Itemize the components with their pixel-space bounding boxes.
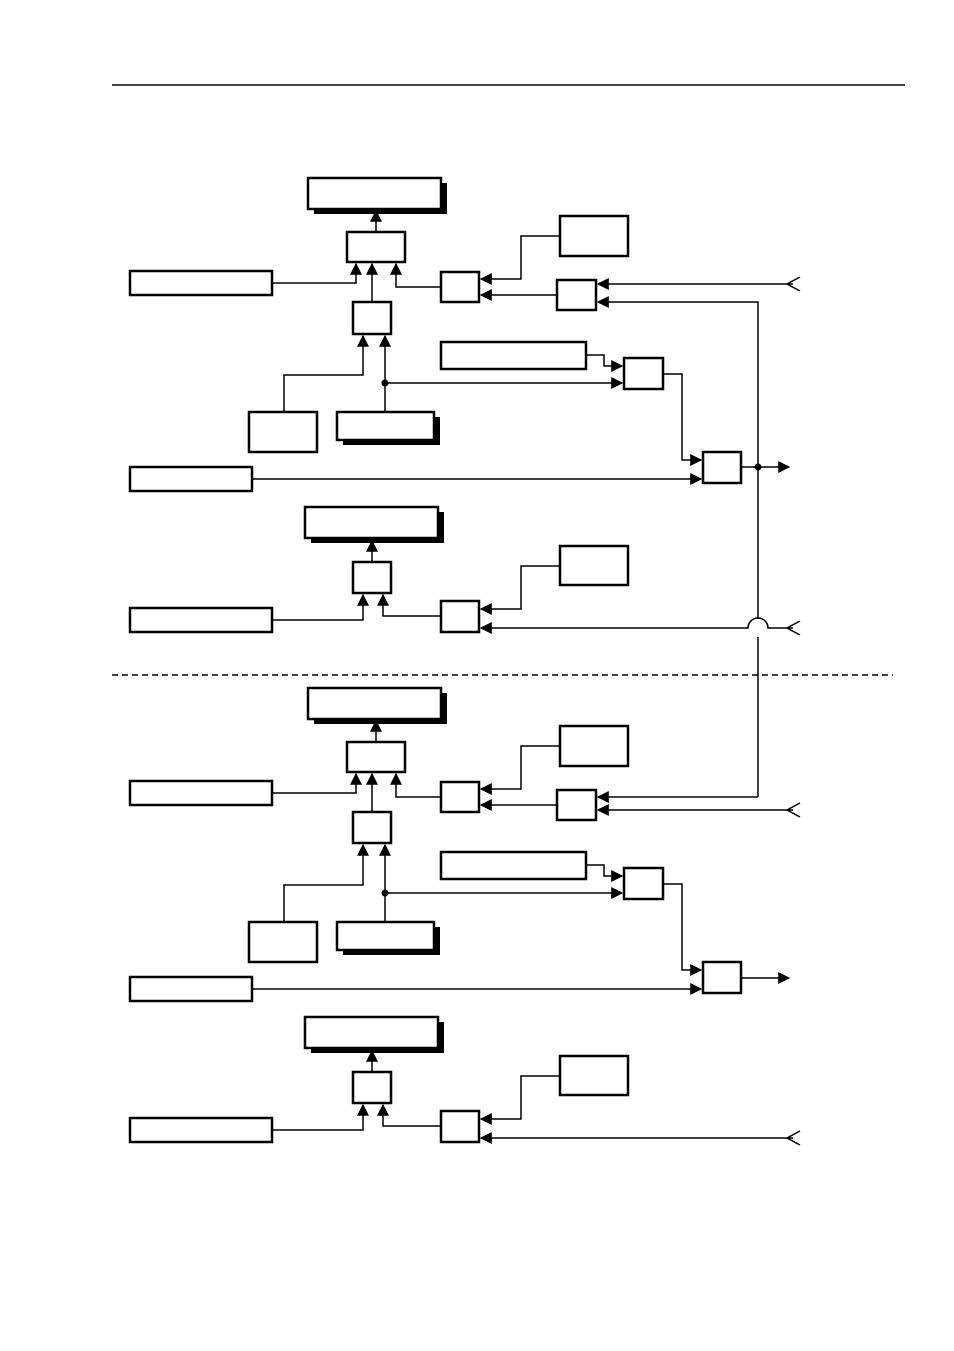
junction-dot — [381, 379, 389, 387]
upper-section — [128, 176, 801, 797]
logic-block — [351, 810, 393, 845]
logic-block — [622, 866, 665, 901]
input-block — [128, 606, 274, 634]
output-block — [306, 176, 447, 214]
logic-block — [351, 300, 393, 336]
output-block — [335, 920, 440, 955]
logic-block — [345, 230, 407, 264]
input-block — [128, 269, 274, 297]
logic-block — [701, 960, 743, 995]
parameter-block — [247, 410, 319, 454]
input-block — [439, 340, 588, 371]
logic-block — [555, 278, 598, 312]
input-block — [128, 465, 254, 493]
external-input-arrow — [785, 802, 801, 1146]
input-block — [128, 779, 274, 807]
logic-block — [439, 599, 481, 634]
output-block — [335, 410, 440, 445]
logic-block — [351, 1070, 393, 1105]
logic-block — [555, 788, 598, 822]
input-block — [128, 1116, 274, 1144]
external-input-arrow — [785, 276, 801, 636]
input-block — [439, 850, 588, 881]
lower-section — [128, 686, 801, 1146]
parameter-block — [247, 920, 319, 964]
logic-block — [345, 740, 407, 774]
output-block — [306, 686, 447, 724]
logic-block — [439, 1109, 481, 1144]
logic-block — [439, 270, 481, 304]
parameter-block — [558, 214, 630, 258]
output-block — [303, 505, 444, 543]
input-block — [128, 975, 254, 1003]
junction-dot — [381, 889, 389, 897]
logic-block — [622, 356, 665, 391]
output-block — [303, 1015, 444, 1053]
logic-block — [701, 450, 743, 485]
signal-lines — [252, 719, 793, 1144]
junction-dot — [754, 463, 762, 471]
parameter-block — [558, 544, 630, 587]
parameter-block — [558, 1054, 630, 1097]
logic-block — [351, 560, 393, 595]
logic-block — [439, 780, 481, 814]
signal-lines — [252, 209, 793, 797]
parameter-block — [558, 724, 630, 768]
